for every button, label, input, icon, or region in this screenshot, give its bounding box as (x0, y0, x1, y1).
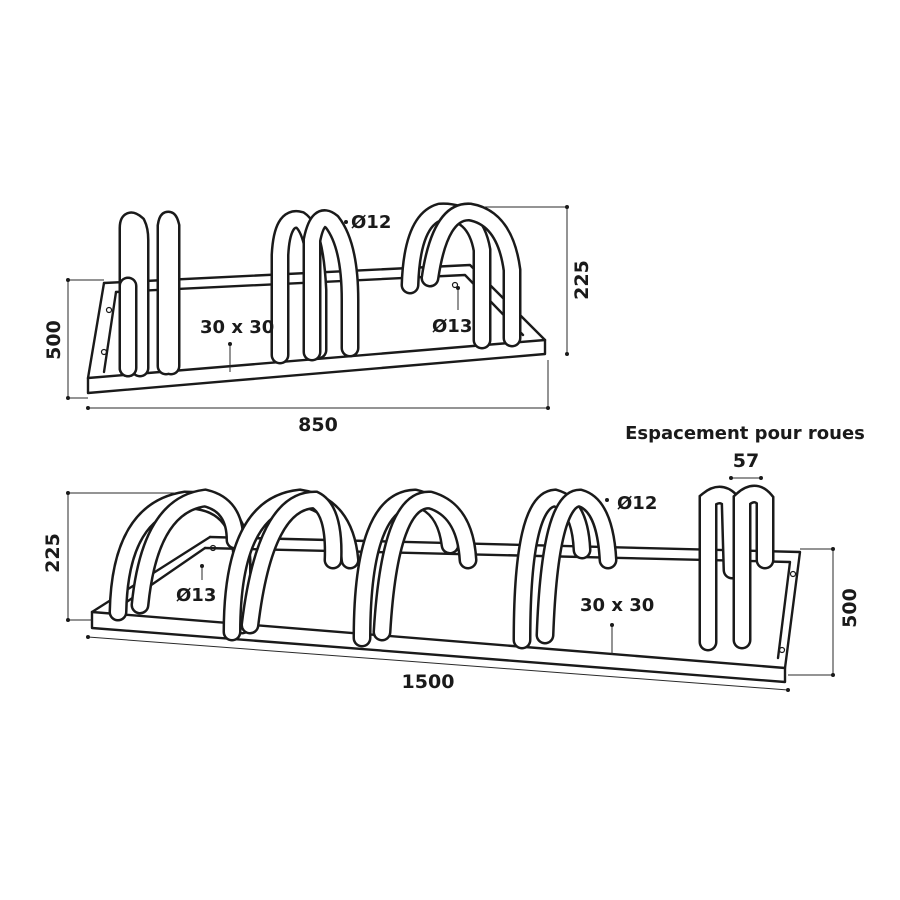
small-rack-hoop-right (400, 202, 522, 350)
large-rack-hoop-2 (222, 488, 360, 642)
small-rack-hoop-straight (118, 210, 181, 378)
wheel-spacing-title: Espacement pour roues (625, 423, 865, 444)
large-rack-depth-label: 500 (839, 588, 861, 628)
large-rack-labels: 225 1500 500 Ø12 Ø13 30 x 30 Espacement … (42, 423, 865, 693)
wheel-spacing-label: 57 (733, 450, 759, 472)
large-rack-width-label: 1500 (402, 671, 455, 693)
small-rack-hoop-middle (270, 209, 360, 365)
large-rack-hoop-4 (512, 488, 618, 650)
small-rack-dimensions (66, 205, 569, 410)
small-rack-hole-diameter-label: Ø13 (432, 316, 472, 337)
large-rack-hoop-1 (108, 488, 252, 635)
small-rack-labels: 500 850 225 Ø12 Ø13 30 x 30 (43, 212, 593, 436)
small-rack-height-label: 225 (571, 260, 593, 300)
large-rack-tube-diameter-label: Ø12 (617, 493, 657, 514)
large-rack-height-label: 225 (42, 533, 64, 573)
large-rack: 225 1500 500 Ø12 Ø13 30 x 30 Espacement … (42, 423, 865, 693)
small-rack-frame-section-label: 30 x 30 (200, 317, 274, 338)
large-rack-hole-diameter-label: Ø13 (176, 585, 216, 606)
large-rack-hoop-3 (352, 488, 478, 648)
large-rack-hoop-5-straight (698, 484, 775, 652)
small-rack-width-label: 850 (298, 414, 338, 436)
small-rack: 500 850 225 Ø12 Ø13 30 x 30 (43, 202, 593, 436)
small-rack-tube-diameter-label: Ø12 (351, 212, 391, 233)
small-rack-depth-label: 500 (43, 320, 65, 360)
large-rack-frame (90, 535, 802, 684)
large-rack-frame-section-label: 30 x 30 (580, 595, 654, 616)
large-rack-dimensions (66, 476, 835, 692)
